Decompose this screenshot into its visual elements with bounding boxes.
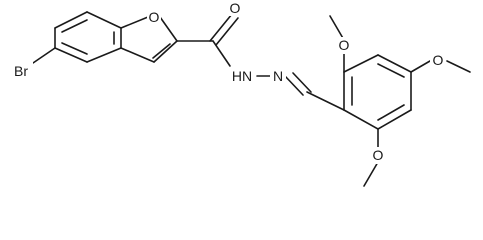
bond-c4-o-right	[410, 60, 431, 73]
bond-c4-c5-inner	[61, 42, 88, 55]
bond-o-bottom-ch3	[363, 161, 379, 187]
atom-o-carbonyl: O	[228, 0, 242, 16]
atom-o-methoxy-top-label: O	[339, 37, 350, 53]
bond-carbonyl-o-double	[215, 17, 239, 46]
atom-o-carbonyl-label: O	[230, 0, 241, 16]
bond-c6-c7	[54, 11, 88, 29]
atom-o-furan: O	[147, 8, 161, 26]
bond-c7a-o1	[120, 16, 149, 29]
bond-c5-c6	[377, 109, 412, 130]
bond-c3-c3a	[120, 47, 155, 63]
bond-o1-c2	[159, 16, 178, 42]
bond-c7-c7a	[86, 11, 122, 29]
bond-o-right-ch3	[446, 60, 471, 73]
bond-c2-c3-inner	[152, 43, 171, 59]
bond-carbonyl-o	[209, 13, 233, 42]
atom-labels: O O Br HN N O O O	[9, 0, 446, 164]
bond-c4-c5	[54, 47, 88, 63]
bond-ch-c1	[306, 91, 345, 111]
bond-c3a-c4	[86, 47, 122, 63]
bond-carbonyl-nh	[212, 40, 231, 67]
bond-n-ch-double	[292, 72, 312, 93]
bond-c2-c3	[343, 54, 379, 73]
bond-c3-c4	[377, 54, 412, 73]
atom-nh-label: HN	[232, 68, 252, 84]
atom-n-imine-label: N	[273, 68, 283, 84]
atom-br: Br	[9, 62, 33, 80]
atom-br-label: Br	[14, 63, 28, 79]
atom-n-imine: N	[270, 67, 286, 85]
bond-o-top-ch3	[329, 15, 345, 41]
atom-o-methoxy-right: O	[430, 51, 446, 69]
atom-o-methoxy-bottom: O	[371, 147, 385, 164]
atom-nh: HN	[226, 67, 256, 85]
bond-c2-c3	[153, 40, 178, 63]
bond-c6-c1	[343, 109, 379, 130]
bonds	[32, 11, 471, 187]
atom-o-methoxy-top: O	[337, 37, 351, 54]
bond-n-ch	[284, 75, 304, 96]
atom-o-furan-label: O	[149, 9, 160, 25]
atom-o-methoxy-bottom-label: O	[373, 147, 384, 163]
molecule-structure: O O Br HN N O O O	[9, 0, 471, 187]
bond-c5-br	[32, 47, 56, 64]
bond-c5-c6-inner	[377, 104, 405, 121]
bond-c3-c4-inner	[377, 63, 405, 78]
atom-o-methoxy-right-label: O	[433, 52, 444, 68]
bond-c6-c7-inner	[61, 19, 88, 33]
